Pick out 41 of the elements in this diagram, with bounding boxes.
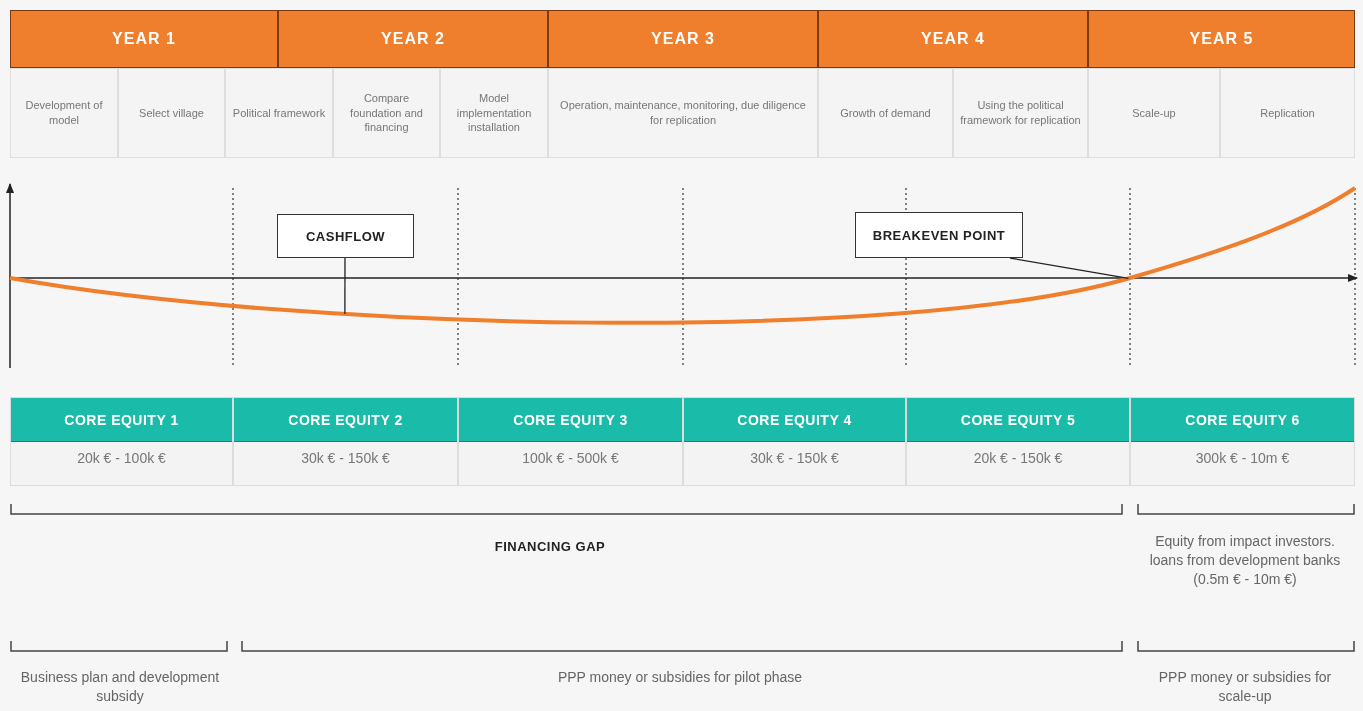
bracket-label: PPP money or subsidies for scale-up: [1157, 668, 1333, 706]
equity-column: [1130, 397, 1355, 486]
amount-range: 20k € - 150k €: [972, 450, 1064, 466]
task-cell: Scale-up: [1088, 68, 1220, 158]
bracket-label: Equity from impact investors. loans from development banks (0.5m € - 10m €): [1148, 532, 1342, 589]
equity-header: CORE EQUITY 3: [459, 398, 682, 442]
equity-header: CORE EQUITY 5: [907, 398, 1129, 442]
task-cell: Political framework: [225, 68, 333, 158]
leader-line: [1009, 257, 1130, 280]
task-cell: Using the political framework for replication: [953, 68, 1088, 158]
amount-range: 300k € - 10m €: [1194, 450, 1291, 466]
equity-header: CORE EQUITY 1: [11, 398, 232, 442]
task-cell: Model implementation installation: [440, 68, 548, 158]
year-header: YEAR 5: [1088, 10, 1355, 68]
cashflow-curve: [9, 186, 1357, 325]
task-cell: Compare foundation and financing: [333, 68, 440, 158]
year-header: YEAR 2: [278, 10, 548, 68]
equity-header: CORE EQUITY 2: [234, 398, 457, 442]
equity-column: [458, 397, 683, 486]
amount-range: 100k € - 500k €: [521, 450, 620, 466]
year-header: YEAR 4: [818, 10, 1088, 68]
equity-column: [233, 397, 458, 486]
amount-range: 30k € - 150k €: [749, 450, 840, 466]
equity-column: [683, 397, 906, 486]
bracket-label: Business plan and development subsidy: [19, 668, 221, 706]
task-cell: Development of model: [10, 68, 118, 158]
task-cell: Replication: [1220, 68, 1355, 158]
task-cell: Operation, maintenance, monitoring, due diligence for replication: [548, 68, 818, 158]
bracket-label: FINANCING GAP: [493, 538, 607, 556]
equity-column: [10, 397, 233, 486]
bracket-label: PPP money or subsidies for pilot phase: [556, 668, 804, 687]
equity-header: CORE EQUITY 4: [684, 398, 905, 442]
amount-range: 20k € - 100k €: [76, 450, 167, 466]
equity-header: CORE EQUITY 6: [1131, 398, 1354, 442]
task-cell: Growth of demand: [818, 68, 953, 158]
leader-line: [344, 257, 346, 315]
amount-range: 30k € - 150k €: [300, 450, 391, 466]
task-cell: Select village: [118, 68, 225, 158]
equity-column: [906, 397, 1130, 486]
year-header: YEAR 1: [10, 10, 278, 68]
year-header: YEAR 3: [548, 10, 818, 68]
